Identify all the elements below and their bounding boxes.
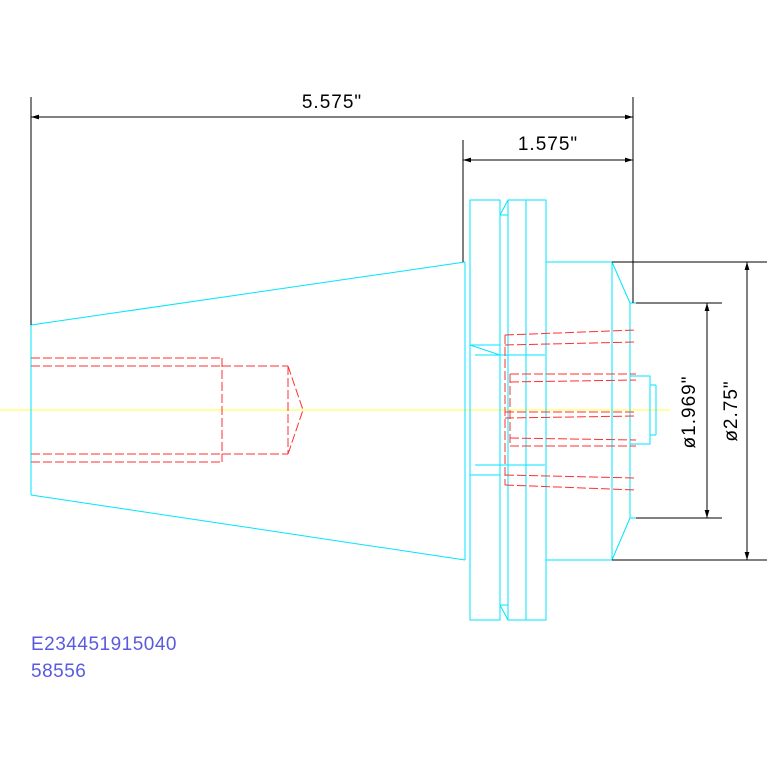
part-code-line-1: E234451915040 [31,634,177,655]
hidden-lines [31,329,637,491]
overall-length-label: 5.575" [302,92,362,113]
part-code-line-2: 58556 [31,661,87,682]
outer-diameter-label: ø2.75" [721,380,742,441]
dimension-lines [30,97,767,561]
inner-diameter-label: ø1.969" [679,376,700,449]
flange-length-label: 1.575" [518,134,578,155]
holder-outline [30,199,657,621]
